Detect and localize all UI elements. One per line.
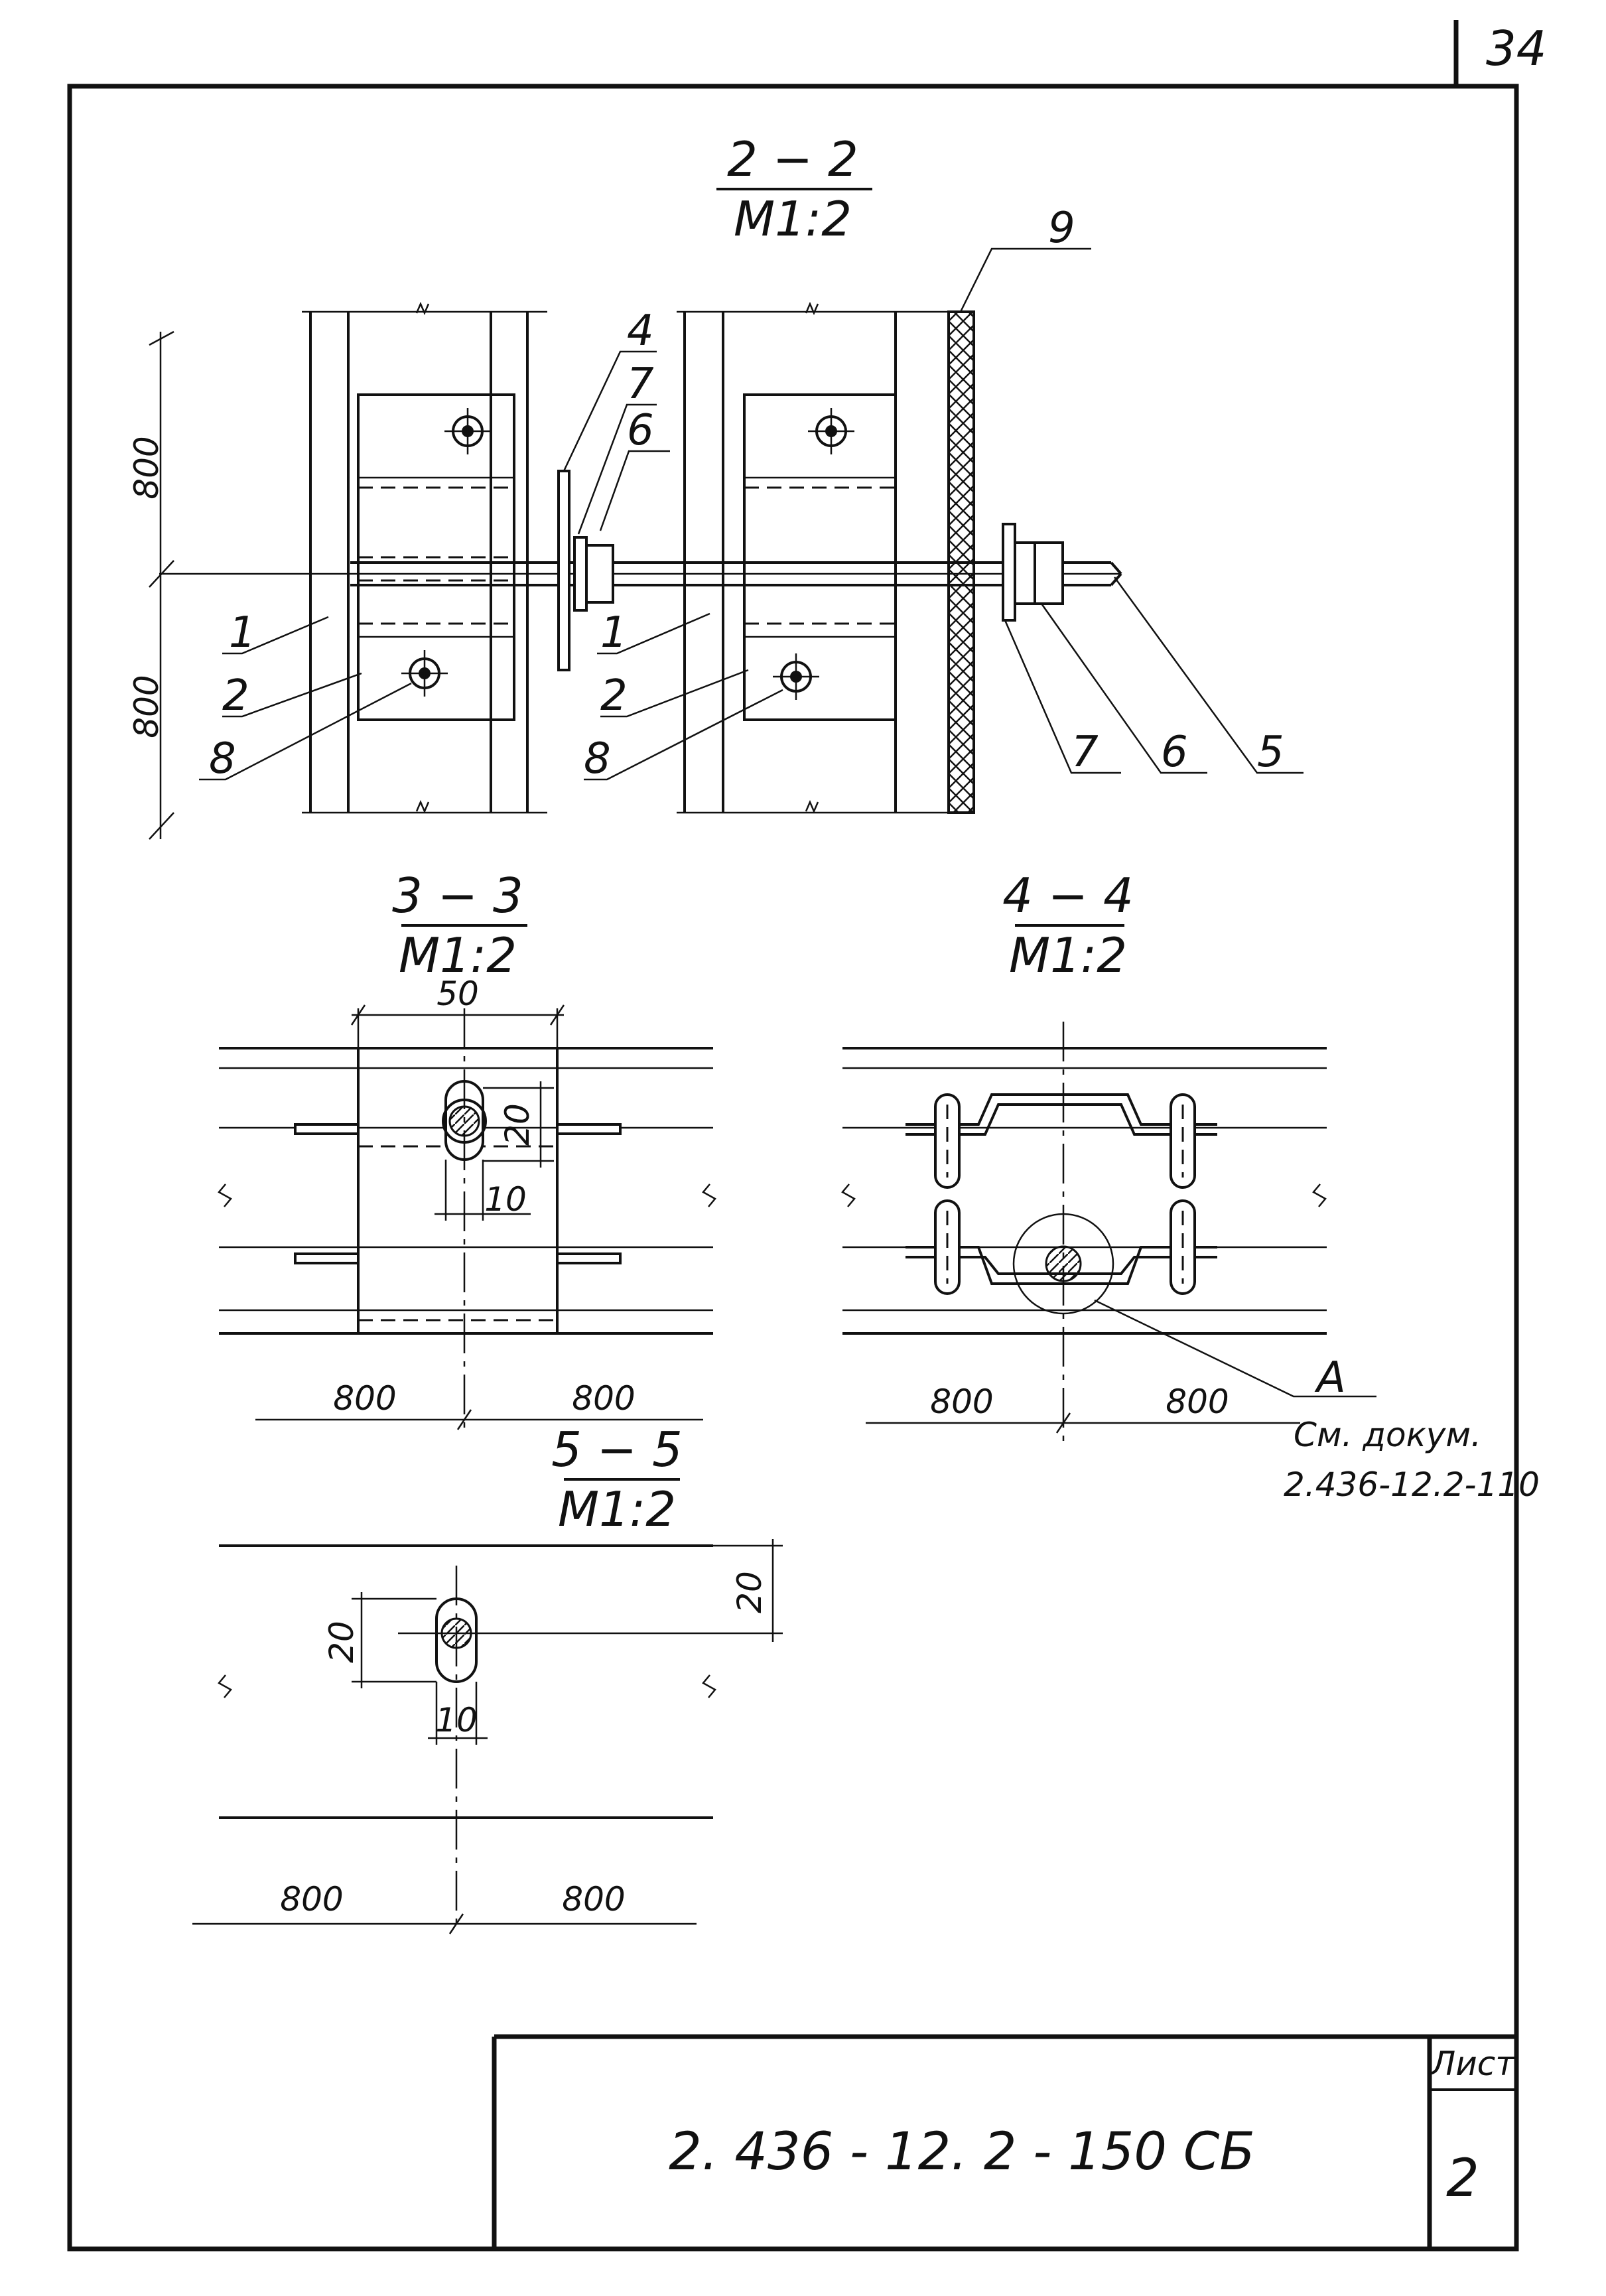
callout-1-left: 1 bbox=[229, 608, 256, 657]
section-2-2-vertical-dims: 800 800 bbox=[127, 330, 174, 840]
dim-3-3-left-800: 800 bbox=[333, 1379, 396, 1418]
dim-width-50: 50 bbox=[436, 975, 479, 1013]
right-channel bbox=[677, 301, 975, 814]
callout-7-bottom: 7 bbox=[1071, 728, 1099, 777]
title-block: 2. 436 - 12. 2 - 150 СБ Лист 2 bbox=[492, 2034, 1516, 2249]
sheet-number: 2 bbox=[1446, 2149, 1479, 2208]
sheet-label: Лист bbox=[1430, 2045, 1516, 2083]
section-2-2-label: 2 − 2 bbox=[727, 131, 858, 187]
section-2-2-title: 2 − 2 М1:2 bbox=[716, 131, 872, 247]
dim-4-4-right-800: 800 bbox=[1166, 1383, 1229, 1421]
section-4-4-view: А См. докум. 2.436-12.2-110 800 800 bbox=[841, 1022, 1540, 1504]
section-2-2-leaders: 1 2 8 1 2 8 4 7 6 9 7 6 5 bbox=[199, 204, 1304, 783]
section-4-4-scale: М1:2 bbox=[1009, 927, 1127, 983]
callout-5: 5 bbox=[1257, 728, 1284, 777]
section-3-3-scale: М1:2 bbox=[399, 927, 517, 983]
section-2-2-view: 800 800 1 2 8 1 2 8 4 7 6 9 bbox=[127, 204, 1304, 840]
drawing-frame bbox=[67, 20, 1519, 2252]
section-4-4-title: 4 − 4 М1:2 bbox=[1002, 868, 1134, 983]
dim-4-4-left-800: 800 bbox=[930, 1383, 993, 1421]
callout-6-top: 6 bbox=[627, 406, 654, 455]
dim-slot-10: 10 bbox=[484, 1180, 527, 1219]
tie-rod bbox=[159, 470, 1122, 671]
section-4-4-label: 4 − 4 bbox=[1002, 868, 1134, 923]
dim-5-5-slot-10: 10 bbox=[435, 1701, 478, 1739]
dim-5-5-right-20: 20 bbox=[730, 1571, 769, 1613]
callout-4: 4 bbox=[627, 306, 654, 356]
section-3-3-label: 3 − 3 bbox=[392, 868, 523, 923]
callout-8-right: 8 bbox=[584, 734, 611, 783]
callout-6-bottom: 6 bbox=[1161, 728, 1188, 777]
detail-a-label: А bbox=[1314, 1353, 1346, 1402]
section-5-5-title: 5 − 5 М1:2 bbox=[551, 1422, 683, 1537]
page-number: 34 bbox=[1486, 21, 1547, 76]
dim-5-5-left-20: 20 bbox=[322, 1621, 361, 1663]
dim-3-3-right-800: 800 bbox=[572, 1379, 635, 1418]
callout-2-left: 2 bbox=[222, 671, 249, 720]
document-code: 2. 436 - 12. 2 - 150 СБ bbox=[669, 2122, 1255, 2182]
callout-7-top: 7 bbox=[627, 360, 654, 409]
callout-9: 9 bbox=[1048, 204, 1075, 253]
section-5-5-scale: М1:2 bbox=[558, 1481, 676, 1537]
dim-upper-800: 800 bbox=[127, 436, 166, 499]
detail-ref-line2: 2.436-12.2-110 bbox=[1284, 1465, 1540, 1504]
section-5-5-label: 5 − 5 bbox=[551, 1422, 683, 1477]
section-3-3-title: 3 − 3 М1:2 bbox=[392, 868, 527, 983]
dim-height-20: 20 bbox=[498, 1103, 537, 1146]
callout-2-right: 2 bbox=[600, 671, 628, 720]
dim-lower-800: 800 bbox=[127, 675, 166, 738]
section-2-2-scale: М1:2 bbox=[734, 191, 852, 247]
callout-1-right: 1 bbox=[600, 608, 628, 657]
dim-5-5-right-800: 800 bbox=[562, 1880, 625, 1919]
callout-8-left: 8 bbox=[209, 734, 236, 783]
dim-5-5-left-800: 800 bbox=[280, 1880, 343, 1919]
left-channel bbox=[302, 301, 547, 814]
section-3-3-view: 50 20 10 800 800 bbox=[218, 975, 716, 1433]
detail-ref-line1: См. докум. bbox=[1294, 1416, 1481, 1454]
section-5-5-view: 20 20 10 800 800 bbox=[192, 1539, 783, 1934]
